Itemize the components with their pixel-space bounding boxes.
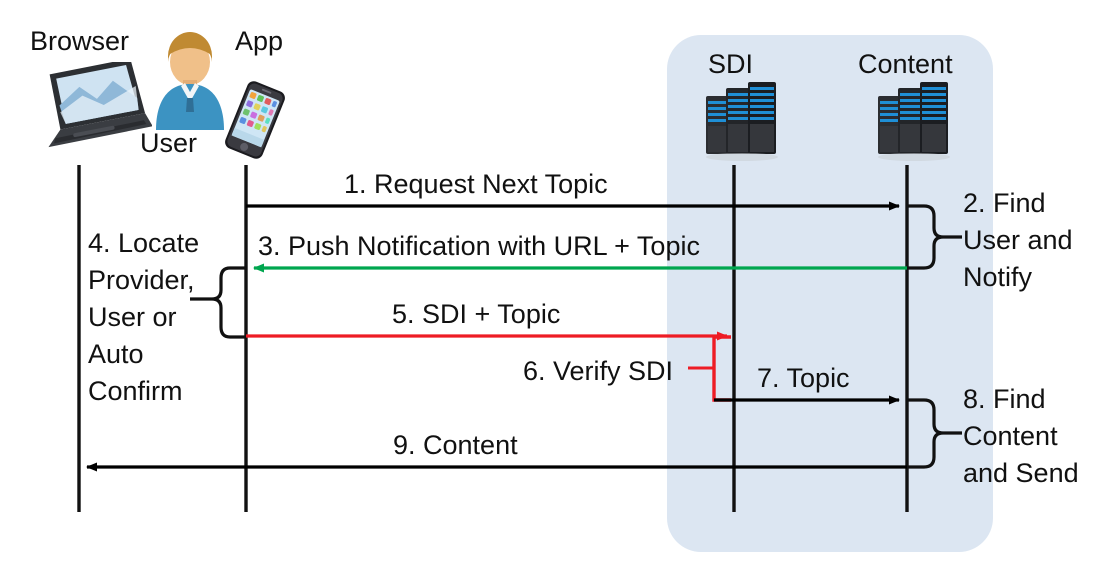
message-label-7: 7. Topic [757,363,850,393]
message-label-9: 9. Content [393,430,518,460]
note-brace-8 [908,398,962,469]
note-2-line-3: Notify [963,262,1033,292]
actor-label-sdi: SDI [708,49,754,79]
server-rack-icon [878,82,950,161]
message-label-3: 3. Push Notification with URL + Topic [258,231,700,261]
message-label-5: 5. SDI + Topic [392,299,561,329]
note-8-line-3: and Send [963,458,1079,488]
server-rack-icon [706,82,778,161]
note-8-line-1: 8. Find [963,384,1046,414]
laptop-icon [48,62,152,148]
note-2-line-1: 2. Find [963,188,1046,218]
message-label-1: 1. Request Next Topic [344,169,608,199]
note-4-line-1: 4. Locate [88,228,200,258]
actor-label-app: App [235,26,284,56]
note-brace-2 [908,204,962,270]
note-4: 4. Locate Provider, User or Auto Confirm [88,225,199,410]
note-2: 2. Find User and Notify [963,185,1073,296]
user-avatar-icon [156,32,224,130]
actor-label-user: User [140,128,198,158]
note-4-line-5: Confirm [88,376,183,406]
actor-label-browser: Browser [30,26,130,56]
message-label-6: 6. Verify SDI [523,356,674,386]
self-message-bracket-6 [712,335,731,402]
note-brace-4 [190,266,245,339]
smartphone-icon [225,81,285,159]
note-8: 8. Find Content and Send [963,381,1079,492]
note-4-line-3: User or [88,302,177,332]
actor-label-content: Content [858,49,953,79]
note-8-line-2: Content [963,421,1058,451]
lifeline-group [77,165,909,512]
note-4-line-4: Auto [88,339,144,369]
note-4-line-2: Provider, [88,265,195,295]
note-2-line-2: User and [963,225,1073,255]
